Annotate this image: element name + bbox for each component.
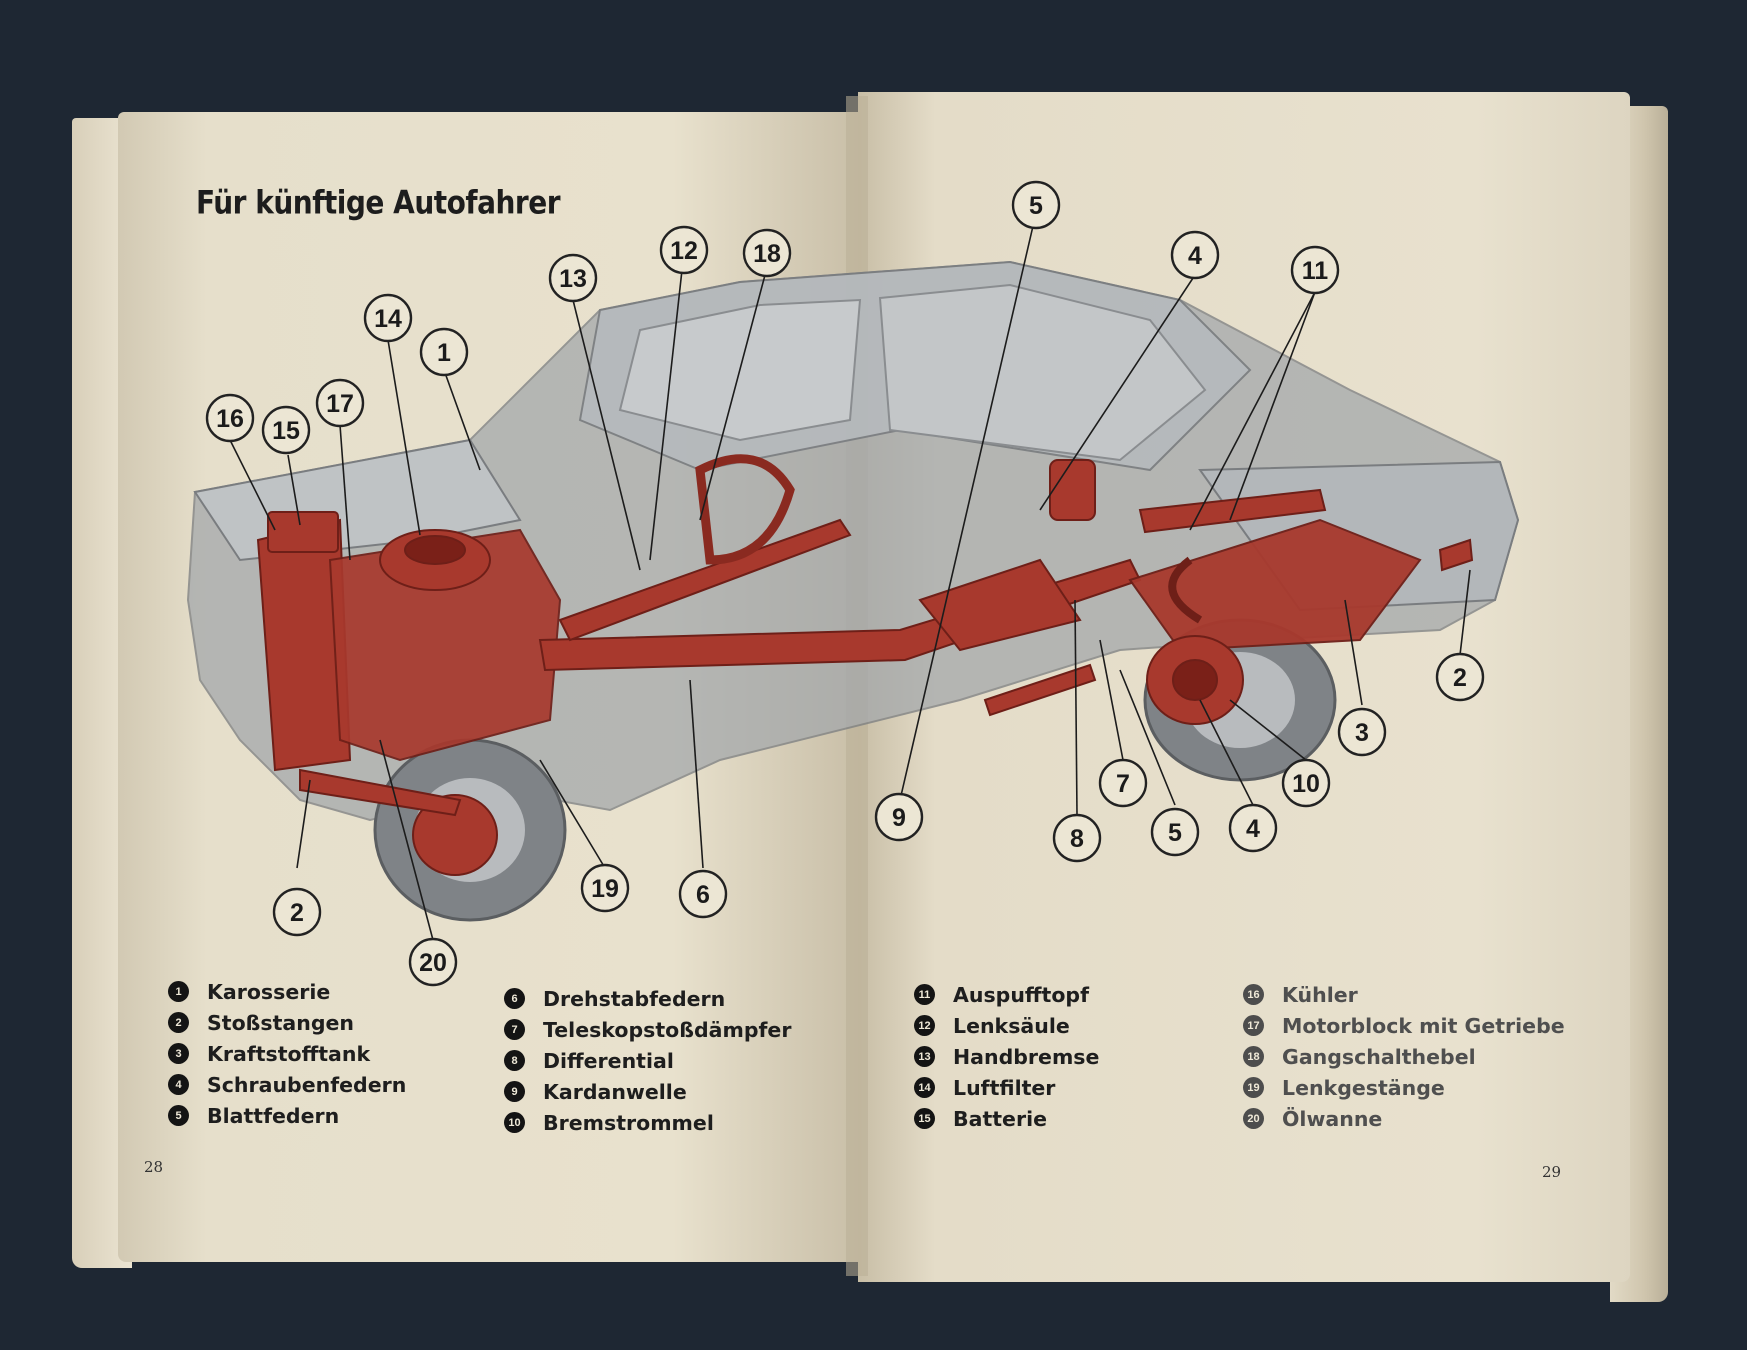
page-number-right: 29: [1542, 1163, 1561, 1181]
svg-text:9: 9: [892, 804, 906, 832]
svg-text:5: 5: [1168, 819, 1182, 847]
callout-17: 17: [317, 380, 363, 426]
svg-text:13: 13: [559, 265, 587, 293]
svg-text:3: 3: [1355, 719, 1369, 747]
callout-7: 7: [1100, 760, 1146, 806]
callout-4-top: 4: [1172, 232, 1218, 278]
svg-text:18: 18: [753, 240, 781, 268]
svg-text:17: 17: [326, 390, 354, 418]
callout-12: 12: [661, 227, 707, 273]
callout-14: 14: [365, 295, 411, 341]
callout-2-left: 2: [274, 889, 320, 935]
callout-11: 11: [1292, 247, 1338, 293]
callout-3: 3: [1339, 709, 1385, 755]
svg-text:1: 1: [437, 339, 451, 367]
svg-text:15: 15: [272, 417, 300, 445]
callout-15: 15: [263, 407, 309, 453]
callout-6: 6: [680, 871, 726, 917]
svg-text:14: 14: [374, 305, 402, 333]
svg-text:5: 5: [1029, 192, 1043, 220]
svg-text:2: 2: [1453, 664, 1467, 692]
callout-5-top: 5: [1013, 182, 1059, 228]
svg-text:6: 6: [696, 881, 710, 909]
svg-text:10: 10: [1292, 770, 1320, 798]
svg-text:4: 4: [1246, 815, 1260, 843]
svg-text:7: 7: [1116, 770, 1130, 798]
svg-text:16: 16: [216, 405, 244, 433]
callout-19: 19: [582, 865, 628, 911]
svg-text:2: 2: [290, 899, 304, 927]
callout-9: 9: [876, 794, 922, 840]
callout-16: 16: [207, 395, 253, 441]
svg-text:4: 4: [1188, 242, 1202, 270]
callout-20: 20: [410, 939, 456, 985]
callout-13: 13: [550, 255, 596, 301]
svg-text:12: 12: [670, 237, 698, 265]
callout-18: 18: [744, 230, 790, 276]
callout-1: 1: [421, 329, 467, 375]
callout-5-bottom: 5: [1152, 809, 1198, 855]
svg-text:19: 19: [591, 875, 619, 903]
svg-text:11: 11: [1302, 257, 1329, 285]
callout-10: 10: [1283, 760, 1329, 806]
page-title: Für künftige Autofahrer: [196, 184, 560, 222]
svg-text:8: 8: [1070, 825, 1084, 853]
svg-text:20: 20: [419, 949, 447, 977]
callout-4-bottom: 4: [1230, 805, 1276, 851]
callout-2-right: 2: [1437, 654, 1483, 700]
callout-8: 8: [1054, 815, 1100, 861]
page-number-left: 28: [144, 1158, 163, 1176]
